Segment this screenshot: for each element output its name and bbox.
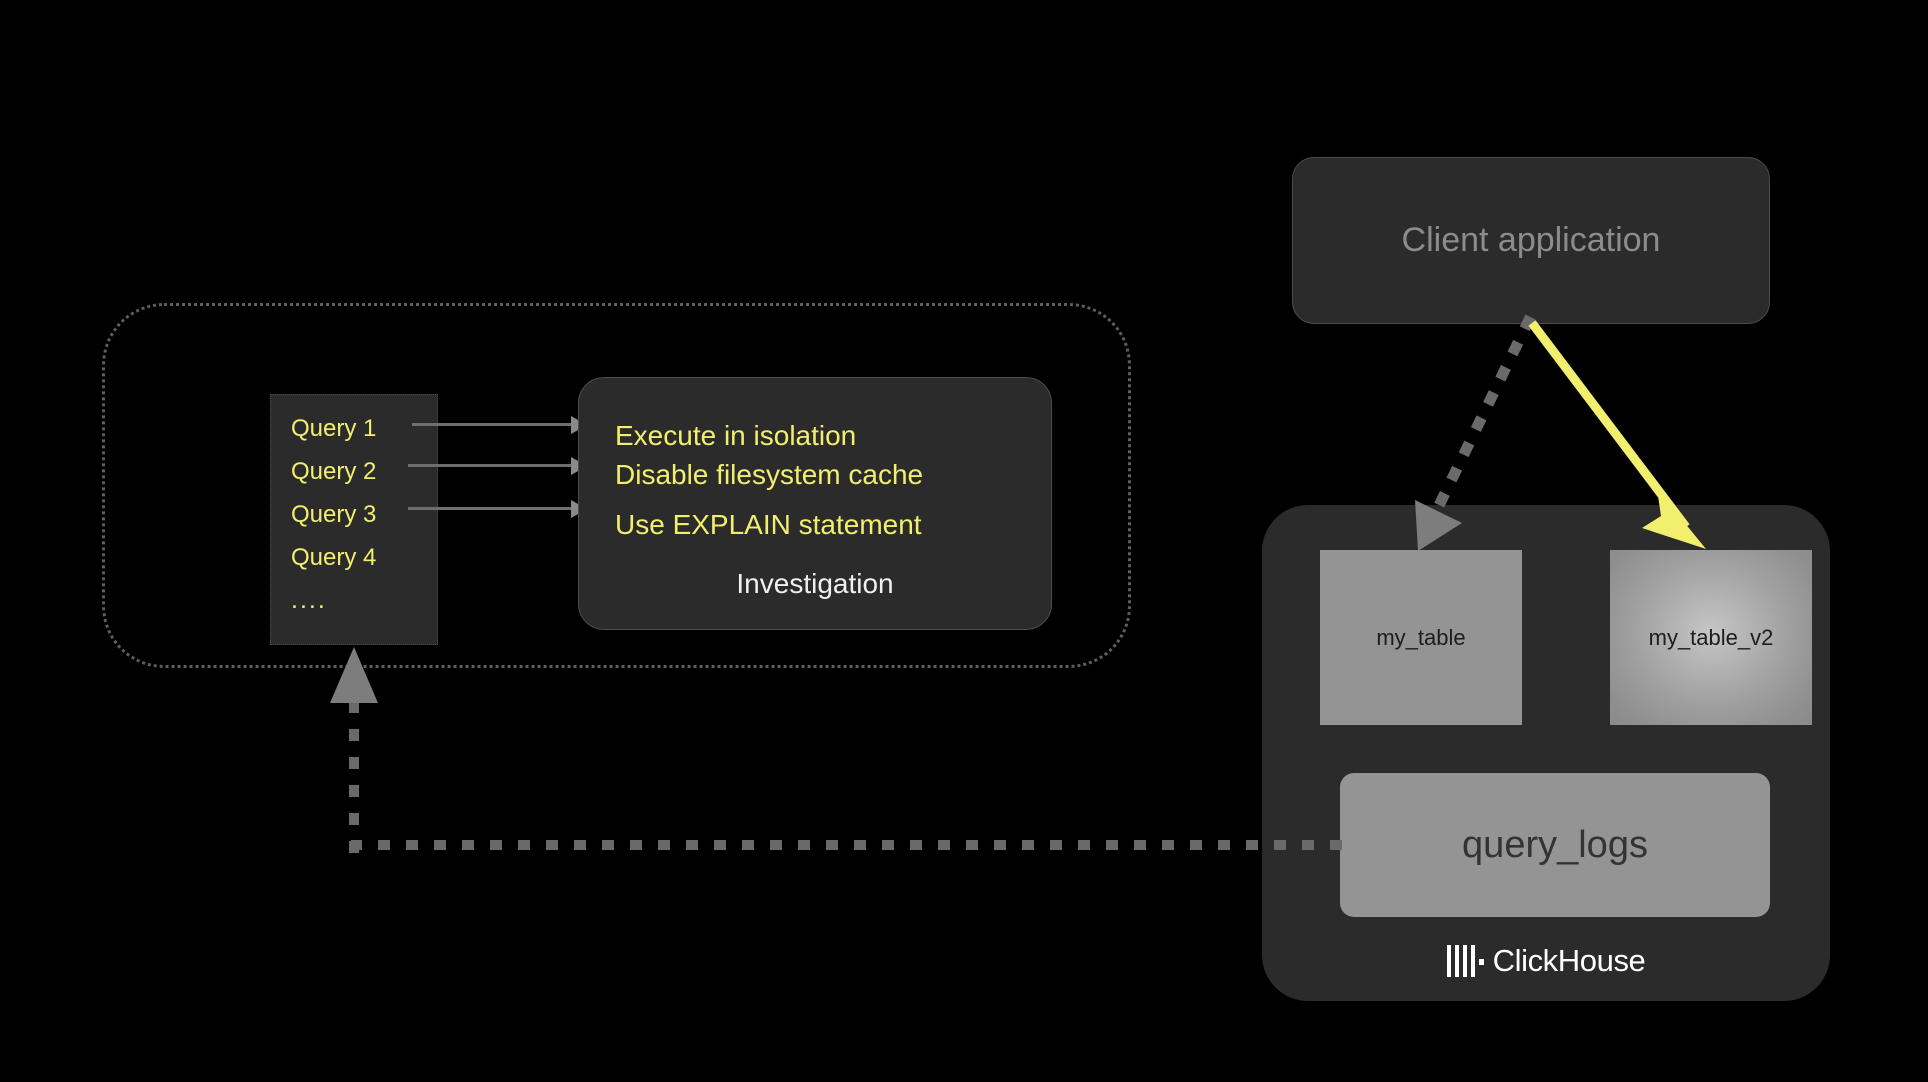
query-2-connector-arrow	[408, 457, 587, 475]
clickhouse-logo: ClickHouse	[1262, 943, 1830, 979]
table-my-table-v2-label: my_table_v2	[1648, 624, 1774, 650]
list-item-more[interactable]: ....	[291, 586, 327, 614]
investigation-step-2: Disable filesystem cache	[615, 459, 924, 490]
clickhouse-bars-icon	[1446, 945, 1484, 977]
clickhouse-panel[interactable]: my_table my_table_v2 query_logs ClickHou…	[1262, 505, 1830, 1001]
client-application-box[interactable]: Client application	[1292, 157, 1770, 324]
investigation-caption: Investigation	[736, 568, 894, 599]
query-3-connector-arrow	[408, 500, 587, 518]
client-application-label: Client application	[1401, 221, 1661, 259]
investigation-boundary	[102, 303, 1131, 668]
query-1-connector-arrow	[412, 416, 587, 434]
investigation-step-3: Use EXPLAIN statement	[615, 509, 922, 540]
list-item[interactable]: Query 3	[291, 501, 377, 528]
list-item[interactable]: Query 2	[291, 458, 377, 485]
table-my-table-label: my_table	[1376, 624, 1466, 650]
query-list[interactable]: Query 1 Query 2 Query 3 Query 4 ....	[270, 394, 438, 645]
investigation-panel[interactable]: Execute in isolation Disable filesystem …	[578, 377, 1052, 630]
investigation-step-1: Execute in isolation	[615, 420, 857, 451]
query-logs-feedback-arrow	[330, 647, 1342, 853]
list-item[interactable]: Query 4	[291, 544, 377, 571]
table-query-logs[interactable]: query_logs	[1340, 773, 1770, 917]
table-query-logs-label: query_logs	[1462, 823, 1648, 866]
table-my-table[interactable]: my_table	[1320, 550, 1522, 725]
clickhouse-logo-text: ClickHouse	[1492, 943, 1646, 978]
list-item[interactable]: Query 1	[291, 415, 377, 442]
table-my-table-v2[interactable]: my_table_v2	[1610, 550, 1812, 725]
